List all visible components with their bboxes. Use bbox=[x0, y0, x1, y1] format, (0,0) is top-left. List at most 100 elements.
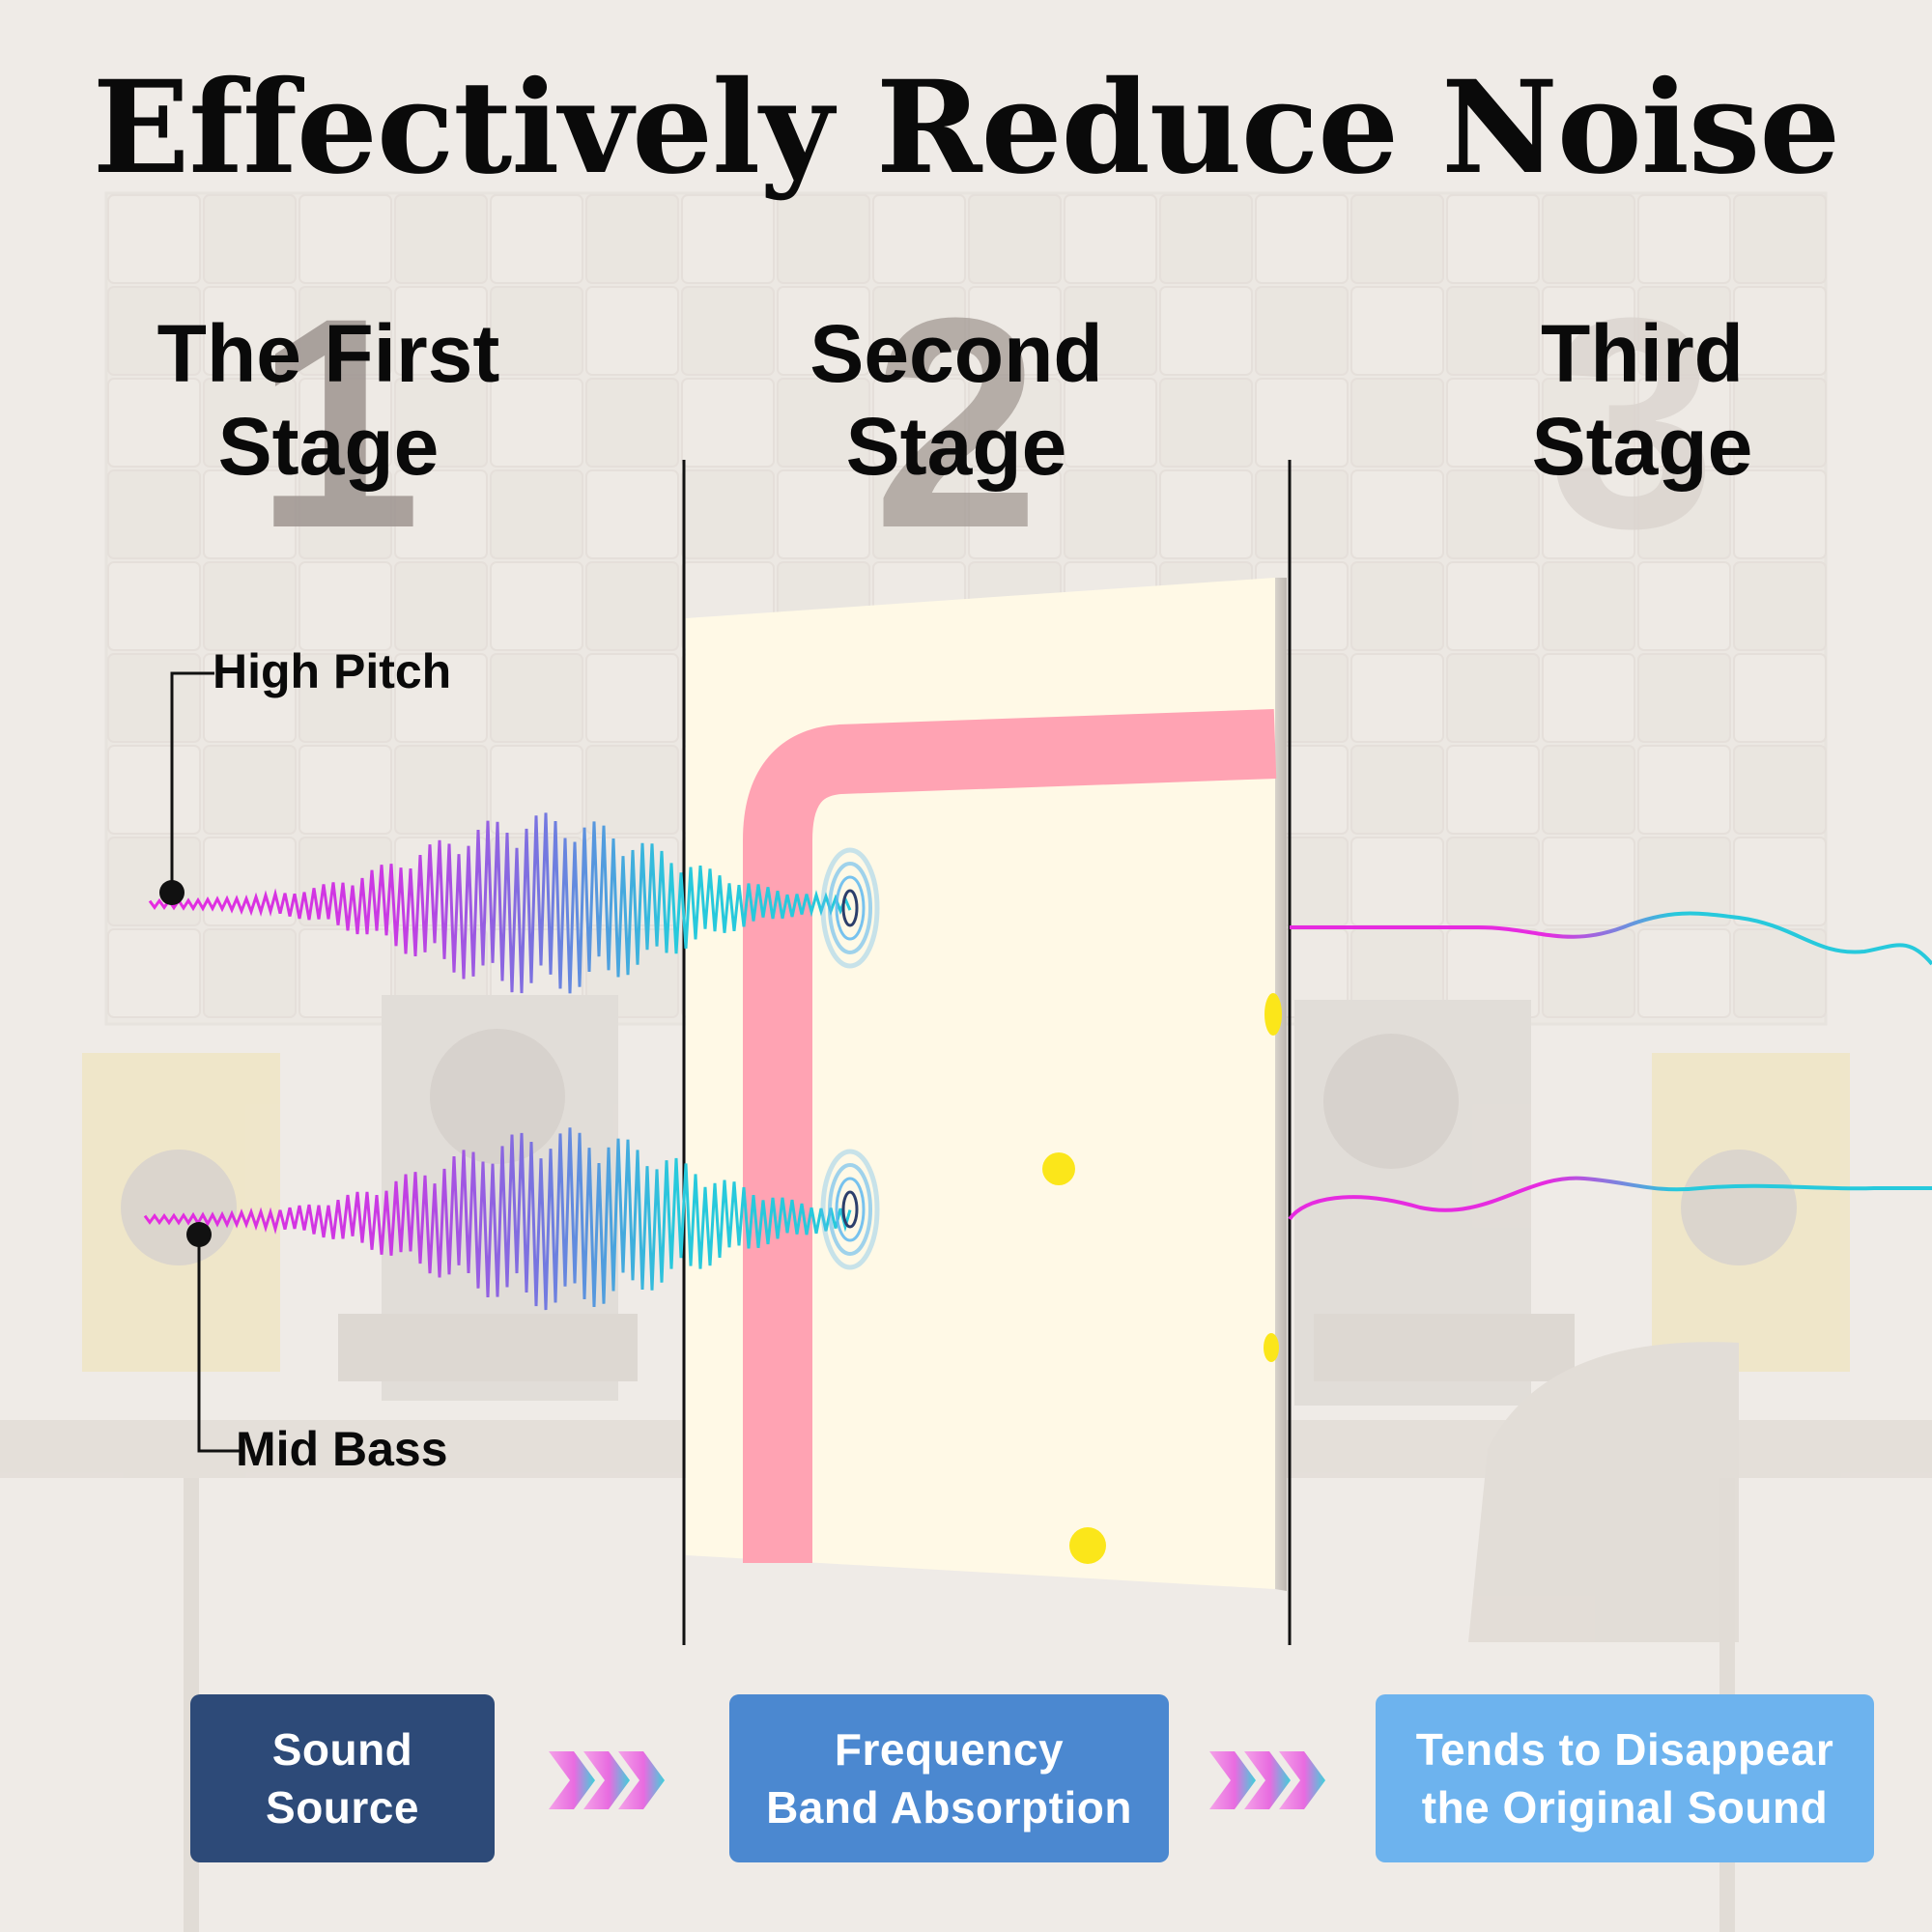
foam-tile bbox=[585, 561, 679, 651]
foam-tile bbox=[681, 469, 775, 559]
stage-number-1: 1 bbox=[255, 255, 421, 590]
foam-tile bbox=[1350, 837, 1444, 926]
foam-tile bbox=[203, 469, 297, 559]
foam-tile bbox=[1159, 194, 1253, 284]
foam-tile bbox=[681, 286, 775, 376]
foam-tile bbox=[1542, 378, 1635, 468]
foam-tile bbox=[394, 745, 488, 835]
foam-tile bbox=[203, 378, 297, 468]
panel-edge bbox=[1275, 578, 1287, 1591]
residual-high-wave bbox=[1290, 911, 1932, 966]
foam-tile bbox=[1446, 653, 1540, 743]
foam-tile bbox=[490, 378, 583, 468]
foam-tile bbox=[1542, 286, 1635, 376]
foam-tile bbox=[1542, 653, 1635, 743]
foam-tile bbox=[872, 378, 966, 468]
foam-tile bbox=[298, 928, 392, 1018]
foam-tile bbox=[1446, 745, 1540, 835]
foam-tile bbox=[298, 745, 392, 835]
foam-tile bbox=[1637, 745, 1731, 835]
foam-tile bbox=[872, 469, 966, 559]
foam-tile bbox=[777, 194, 870, 284]
keyboard bbox=[338, 1314, 638, 1381]
foam-tile bbox=[490, 194, 583, 284]
foam-tile bbox=[107, 928, 201, 1018]
high-pitch-callout bbox=[159, 671, 214, 905]
foam-tile bbox=[1637, 378, 1731, 468]
foam-tile bbox=[968, 469, 1062, 559]
foam-tile bbox=[107, 378, 201, 468]
foam-tile bbox=[298, 469, 392, 559]
foam-tile bbox=[777, 469, 870, 559]
foam-tile bbox=[203, 653, 297, 743]
step-frequency-band-absorption: Frequency Band Absorption bbox=[729, 1694, 1169, 1862]
foam-tile bbox=[203, 745, 297, 835]
foam-tile bbox=[777, 286, 870, 376]
foam-tile bbox=[107, 469, 201, 559]
callout-dot bbox=[186, 1222, 212, 1247]
yellow-dot bbox=[1042, 1152, 1075, 1185]
speaker-cone-icon bbox=[121, 1150, 237, 1265]
chevron-arrow-icon bbox=[618, 1751, 665, 1809]
absorption-ripple-mid bbox=[820, 1149, 880, 1270]
panel-face bbox=[686, 578, 1275, 1589]
foam-tile bbox=[298, 378, 392, 468]
foam-tile bbox=[1350, 378, 1444, 468]
stage-number-3: 3 bbox=[1549, 255, 1716, 590]
foam-tile bbox=[585, 286, 679, 376]
foam-tile bbox=[1064, 378, 1157, 468]
foam-tile bbox=[1637, 286, 1731, 376]
stage-1-heading: The First Stage bbox=[156, 308, 500, 492]
mid-bass-callout bbox=[186, 1222, 240, 1453]
foam-tile bbox=[1542, 194, 1635, 284]
chevron-arrow-icon bbox=[1209, 1751, 1256, 1809]
foam-tile bbox=[394, 653, 488, 743]
foam-tile bbox=[968, 378, 1062, 468]
foam-tile bbox=[298, 194, 392, 284]
foam-tile bbox=[1733, 837, 1827, 926]
chevron-arrow-icon bbox=[1279, 1751, 1325, 1809]
foam-tile bbox=[203, 561, 297, 651]
foam-tile bbox=[394, 561, 488, 651]
foam-tile bbox=[394, 286, 488, 376]
foam-tile bbox=[1064, 286, 1157, 376]
foam-tile bbox=[1446, 378, 1540, 468]
foam-tile bbox=[1159, 286, 1253, 376]
foam-tile bbox=[1542, 745, 1635, 835]
foam-tile bbox=[1350, 469, 1444, 559]
foam-tile bbox=[298, 653, 392, 743]
page-title: Effectively Reduce Noise bbox=[92, 53, 1841, 203]
foam-tile bbox=[1733, 561, 1827, 651]
foam-tile bbox=[1446, 286, 1540, 376]
arrow-chevrons-1 bbox=[549, 1751, 665, 1809]
foam-tile bbox=[1255, 286, 1349, 376]
foam-tile bbox=[203, 194, 297, 284]
arrow-chevrons-2 bbox=[1209, 1751, 1325, 1809]
mid-bass-label: Mid Bass bbox=[236, 1422, 448, 1476]
stage-3-heading: Third Stage bbox=[1531, 308, 1753, 492]
foam-tile bbox=[968, 194, 1062, 284]
foam-tile bbox=[1350, 561, 1444, 651]
mixer bbox=[1314, 1314, 1575, 1381]
foam-tile bbox=[394, 469, 488, 559]
foam-tile bbox=[298, 561, 392, 651]
speaker-cone-icon bbox=[430, 1029, 565, 1164]
foam-tile bbox=[107, 561, 201, 651]
foam-tile bbox=[107, 286, 201, 376]
foam-tile bbox=[1542, 469, 1635, 559]
foam-tile bbox=[394, 378, 488, 468]
foam-tile bbox=[1733, 653, 1827, 743]
foam-tile bbox=[1542, 837, 1635, 926]
foam-tile bbox=[1733, 469, 1827, 559]
foam-tile bbox=[490, 653, 583, 743]
foam-tile bbox=[490, 561, 583, 651]
foam-tile bbox=[1064, 194, 1157, 284]
foam-tile bbox=[1542, 561, 1635, 651]
chevron-arrow-icon bbox=[1244, 1751, 1291, 1809]
foam-tile bbox=[1733, 378, 1827, 468]
foam-tile bbox=[107, 194, 201, 284]
foam-tile bbox=[1255, 378, 1349, 468]
step-sound-source: Sound Source bbox=[190, 1694, 495, 1862]
